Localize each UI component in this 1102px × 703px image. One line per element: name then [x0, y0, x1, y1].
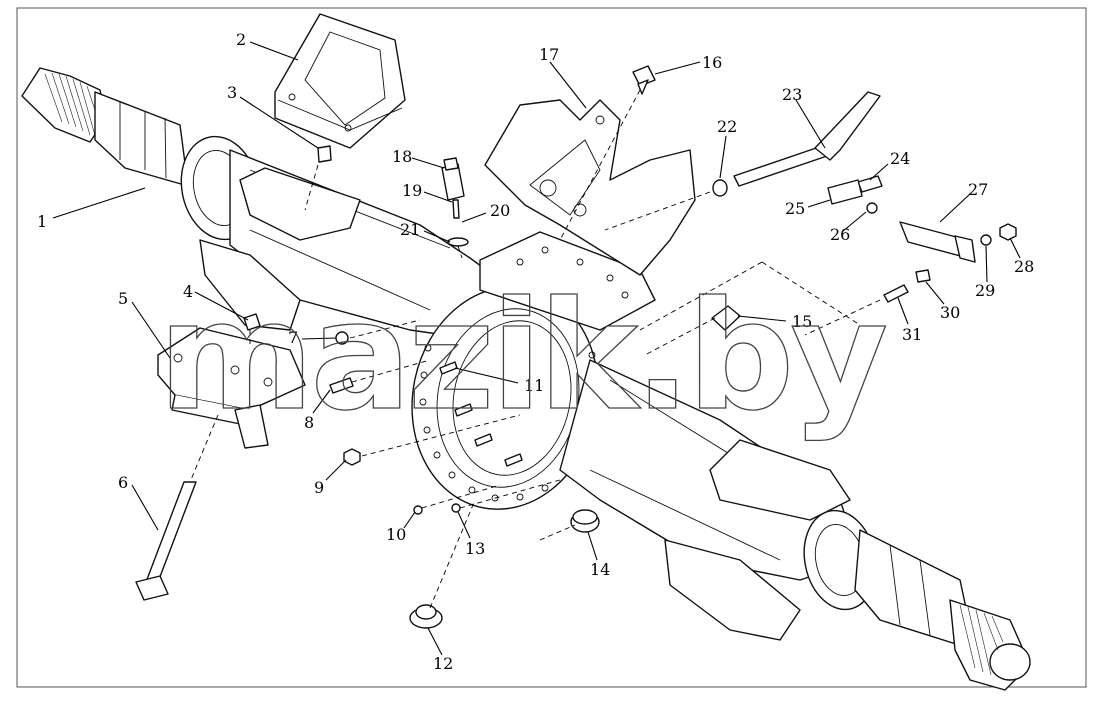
- nut-part-28: [999, 223, 1017, 241]
- callout-13: 13: [465, 539, 485, 558]
- upper-pad-right: [709, 439, 851, 521]
- callout-7: 7: [288, 328, 298, 347]
- lower-bracket-left: [199, 239, 301, 331]
- washer-part-22: [712, 179, 728, 197]
- long-bolt-part-6: [135, 481, 197, 601]
- callout-20: 20: [490, 201, 510, 220]
- bushing-part-3: [317, 145, 332, 163]
- callout-1: 1: [37, 212, 47, 231]
- callout-21: 21: [400, 220, 420, 239]
- callout-8: 8: [304, 413, 314, 432]
- washer-part-29: [980, 234, 992, 246]
- pin-part-8: [329, 377, 354, 394]
- drawing-frame: [16, 7, 1087, 688]
- callout-numbers: 1 2 3 4 5 6 7 8 9 10 11 12 13 14 15 16 1…: [37, 30, 1034, 673]
- cylinder-part-27: [899, 221, 976, 263]
- callout-11: 11: [524, 376, 544, 395]
- callout-6: 6: [118, 473, 128, 492]
- sensor-part-18: [441, 157, 465, 201]
- callout-22: 22: [717, 117, 737, 136]
- watermark-text: mazik.by: [158, 270, 886, 444]
- lower-bracket-right: [664, 539, 801, 641]
- torque-rod-bracket-part-17: [484, 99, 696, 276]
- shaft-part-23: [733, 91, 881, 187]
- callout-26: 26: [830, 225, 850, 244]
- callout-25: 25: [785, 199, 805, 218]
- assembly-lines: [189, 89, 881, 609]
- callout-23: 23: [782, 85, 802, 104]
- stud-part-31: [883, 284, 909, 303]
- callout-4: 4: [183, 282, 193, 301]
- lower-plate-part-5: [157, 327, 306, 449]
- callout-15: 15: [792, 312, 812, 331]
- callout-17: 17: [539, 45, 559, 64]
- callout-29: 29: [975, 281, 995, 300]
- nut-part-26: [866, 202, 878, 214]
- callout-3: 3: [227, 83, 237, 102]
- screw-part-10: [413, 505, 423, 515]
- plug-part-14: [570, 509, 600, 533]
- callout-19: 19: [402, 181, 422, 200]
- callout-10: 10: [386, 525, 406, 544]
- callout-9: 9: [314, 478, 324, 497]
- upper-bracket-part-2: [274, 13, 406, 149]
- clevis-part-25: [827, 179, 863, 205]
- bushing-part-30: [915, 269, 931, 283]
- washer-part-21: [447, 237, 469, 247]
- clip-part-24: [857, 175, 883, 193]
- flange-nut-part-12: [409, 604, 443, 629]
- bolt-part-13: [451, 503, 461, 513]
- block-part-4: [243, 313, 261, 331]
- callout-28: 28: [1014, 257, 1034, 276]
- pin-part-19: [452, 199, 460, 219]
- callout-27: 27: [968, 180, 988, 199]
- callout-30: 30: [940, 303, 960, 322]
- leader-lines: [52, 41, 1021, 656]
- callout-24: 24: [890, 149, 910, 168]
- callout-31: 31: [902, 325, 922, 344]
- callout-12: 12: [433, 654, 453, 673]
- studs-part-11: [439, 361, 523, 467]
- callout-14: 14: [590, 560, 610, 579]
- callout-5: 5: [118, 289, 128, 308]
- callout-2: 2: [236, 30, 246, 49]
- bolt-part-16: [632, 65, 656, 95]
- upper-pad-left: [239, 167, 361, 241]
- callout-18: 18: [392, 147, 412, 166]
- nut-part-9: [343, 448, 361, 466]
- callout-16: 16: [702, 53, 722, 72]
